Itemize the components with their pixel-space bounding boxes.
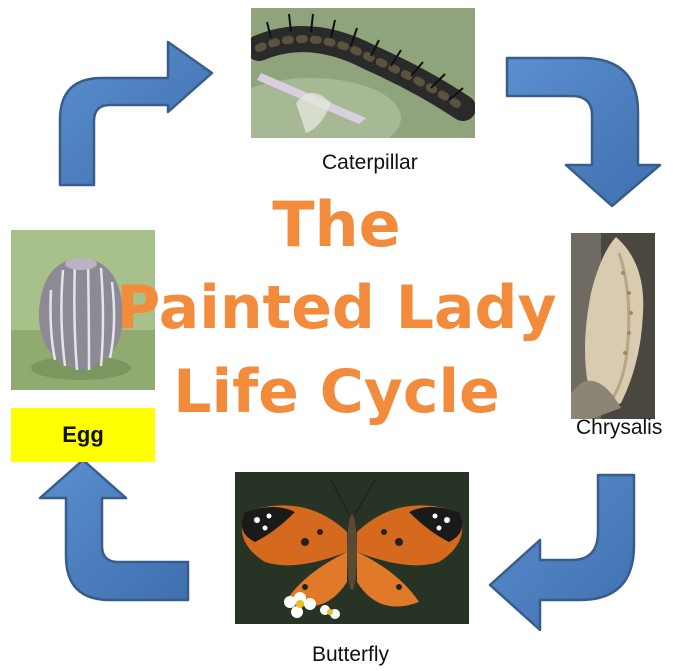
butterfly-label: Butterfly [312, 644, 389, 665]
caterpillar-photo [251, 8, 475, 138]
title-line-1: The [0, 194, 673, 256]
butterfly-photo [235, 472, 469, 624]
caterpillar-label: Caterpillar [322, 152, 418, 173]
title-line-3: Life Cycle [0, 362, 673, 422]
title-line-2: Painted Lady [0, 278, 673, 338]
page-title: The Painted Lady Life Cycle [0, 188, 673, 438]
